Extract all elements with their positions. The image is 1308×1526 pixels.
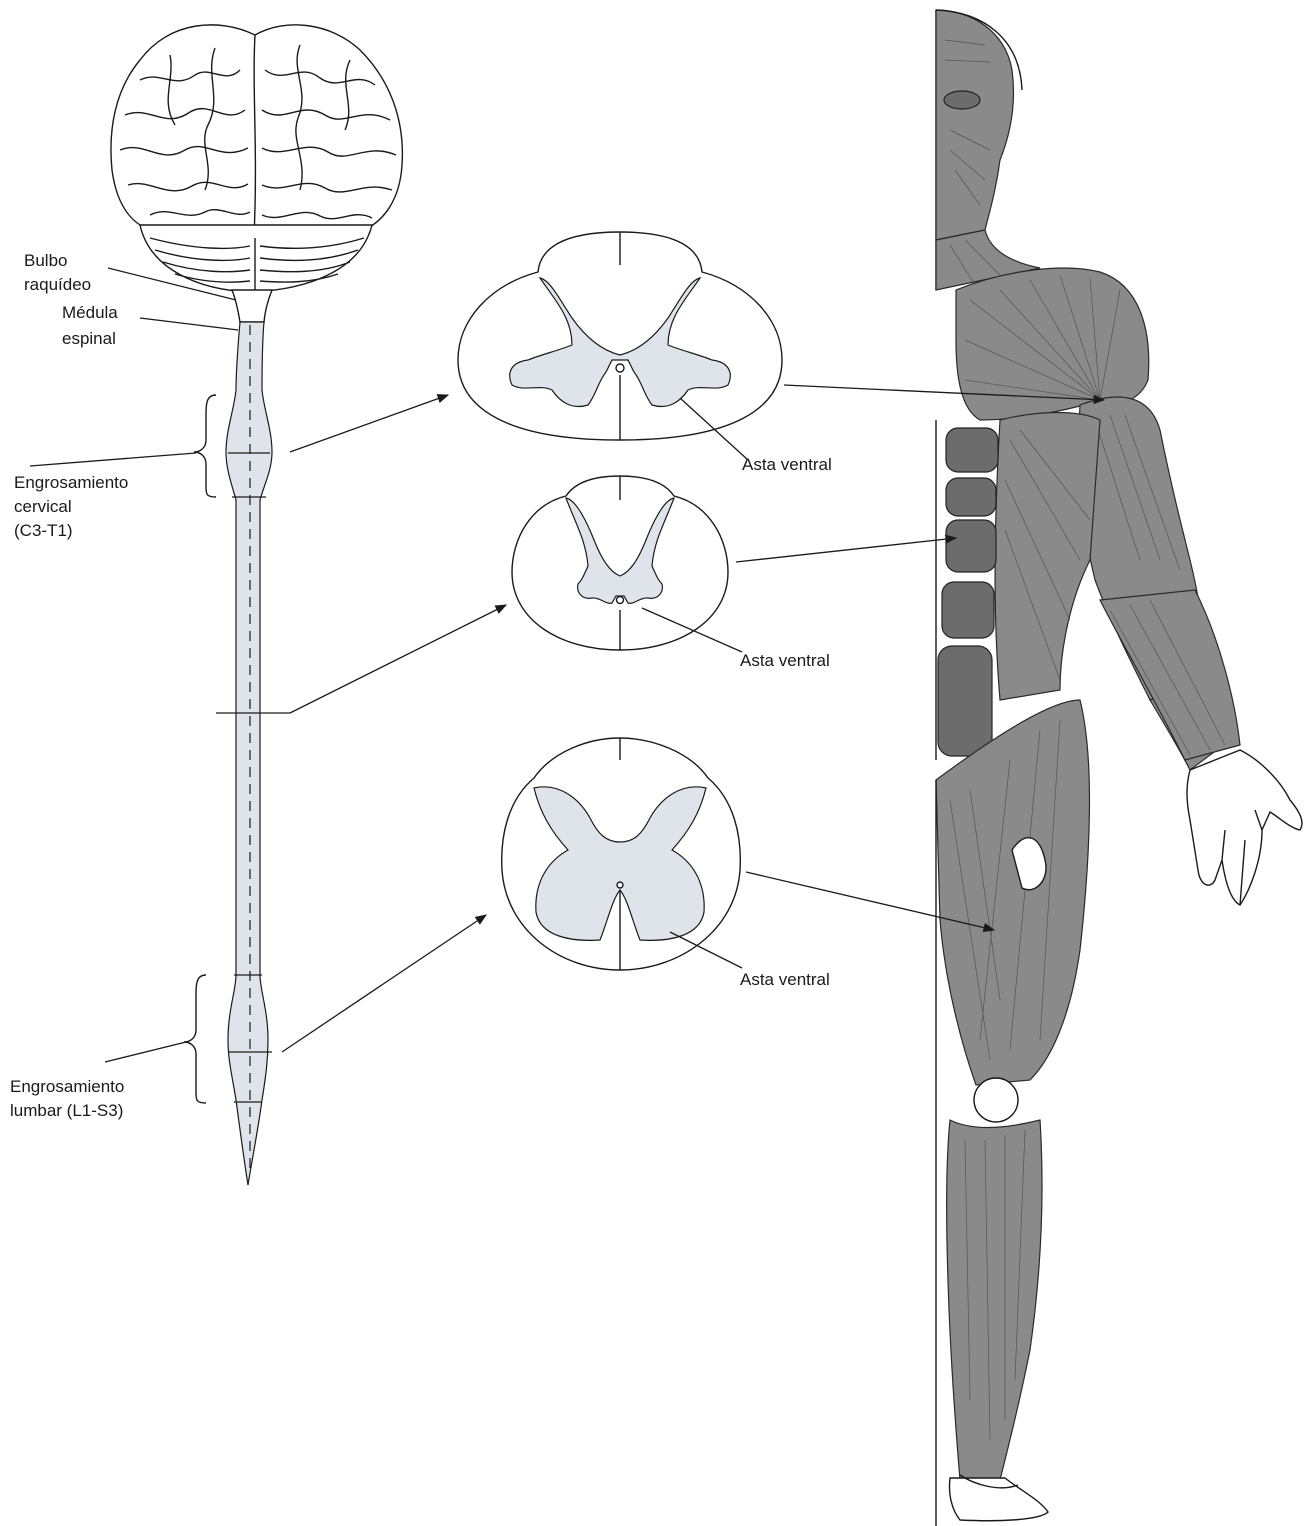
- cross-section-lumbar: [502, 738, 741, 970]
- medula-pointer: [140, 318, 238, 330]
- asta-ventral-label-2: Asta ventral: [740, 651, 830, 670]
- arrow-cord-to-thoracic-section: [290, 605, 506, 713]
- lumbar-label-line2: lumbar (L1-S3): [10, 1101, 123, 1120]
- cervical-label-line3: (C3-T1): [14, 521, 73, 540]
- medula-label-line2: espinal: [62, 329, 116, 348]
- lumbar-pointer: [105, 1042, 186, 1062]
- brain: [111, 25, 402, 322]
- cervical-label-line1: Engrosamiento: [14, 473, 128, 492]
- arrow-thoracic-to-abdomen: [736, 538, 956, 562]
- arrow-cord-to-cervical-section: [290, 395, 448, 452]
- cervical-brace: [194, 395, 216, 497]
- lumbar-label-line1: Engrosamiento: [10, 1077, 124, 1096]
- bulbo-label-line2: raquídeo: [24, 275, 91, 294]
- spinal-cord: [216, 322, 290, 1185]
- asta-ventral-label-1: Asta ventral: [742, 455, 832, 474]
- lumbar-brace: [184, 975, 206, 1103]
- cervical-label-line2: cervical: [14, 497, 72, 516]
- medula-label-line1: Médula: [62, 303, 118, 322]
- cross-section-cervical: [458, 232, 782, 440]
- asta-ventral-label-3: Asta ventral: [740, 970, 830, 989]
- muscular-figure: [936, 10, 1302, 1526]
- cross-section-thoracic: [512, 476, 728, 650]
- arrow-cord-to-lumbar-section: [282, 915, 486, 1052]
- cervical-pointer: [30, 453, 196, 466]
- bulbo-label-line1: Bulbo: [24, 251, 67, 270]
